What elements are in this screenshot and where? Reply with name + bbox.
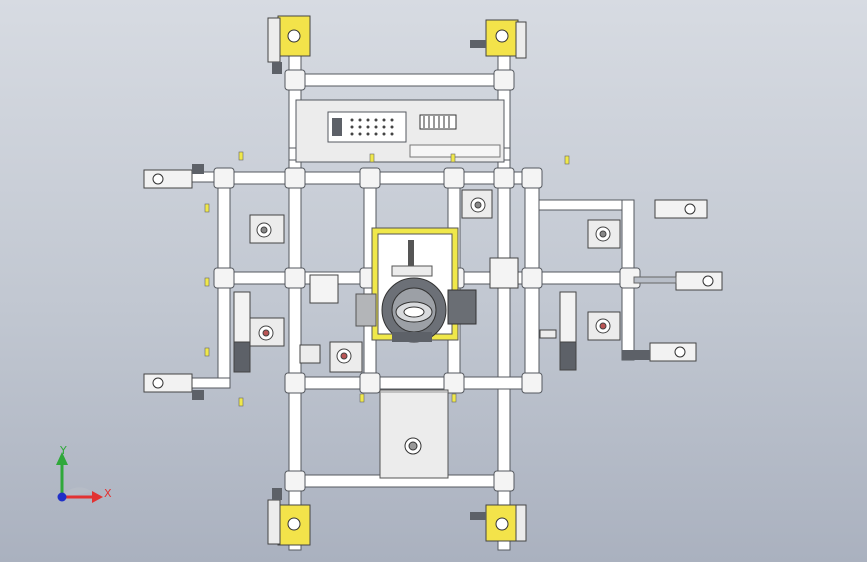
beam-lower [288, 376, 540, 390]
bottom-plate [379, 389, 449, 479]
side-clamp-left-top [143, 164, 204, 189]
side-clamp-right-bottom [622, 342, 697, 362]
clamp-top-left [267, 15, 311, 74]
triad-x-label: X [104, 487, 112, 500]
coordinate-triad-icon: Y X [56, 444, 112, 503]
beam-top-a [288, 73, 511, 87]
frame-joints [213, 69, 641, 492]
clamp-bottom-right [470, 504, 527, 542]
central-station [355, 227, 477, 343]
side-clamp-right-top [654, 199, 708, 219]
control-panel [295, 99, 505, 163]
side-clamp-left-bottom [143, 373, 204, 400]
clamp-top-right [470, 19, 527, 59]
triad-y-label: Y [59, 444, 67, 457]
locating-pins [204, 151, 570, 407]
vertical-clamps [233, 291, 577, 373]
beam-right-arm [538, 199, 635, 211]
locator-blocks [249, 189, 621, 373]
clamp-bottom-left [267, 488, 311, 546]
side-clamp-right-middle [633, 271, 723, 291]
